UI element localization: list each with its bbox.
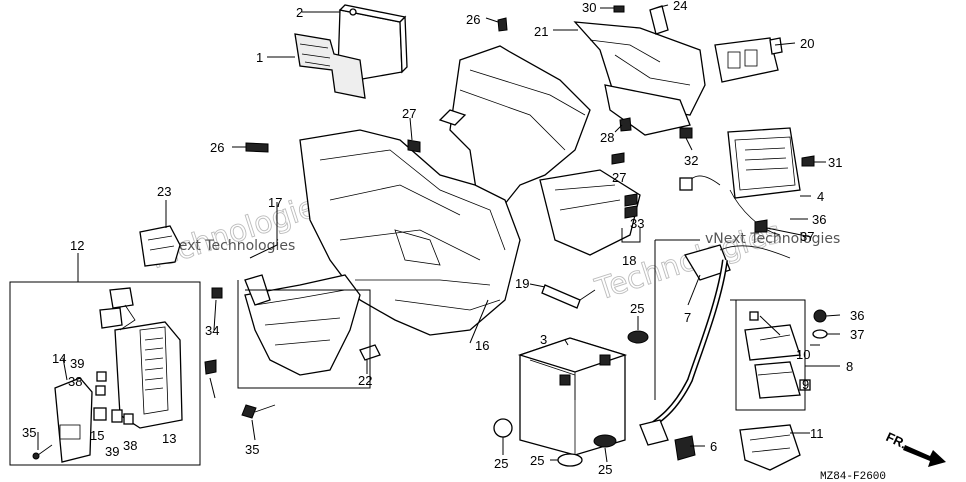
watermark-text-right: vNext Technologies — [705, 231, 840, 247]
callout-26: 26 — [466, 12, 480, 27]
part-11-holder — [739, 424, 801, 471]
part-grommets — [493, 330, 649, 467]
callout-11: 11 — [810, 426, 824, 441]
front-arrow-icon — [903, 445, 946, 467]
callout-6: 6 — [710, 439, 717, 454]
callout-33: 35 — [245, 442, 259, 457]
callout-35-bottom: 36 — [850, 308, 864, 323]
callout-18: 18 — [622, 253, 636, 268]
callout-17: 17 — [268, 195, 282, 210]
part-battery-box — [299, 45, 641, 336]
callout-37-top: 38 — [68, 374, 82, 389]
callout-25-right: 25 — [598, 462, 612, 477]
callout-29: 31 — [828, 155, 842, 170]
part-7-cable — [639, 244, 791, 446]
callout-32: 34 — [205, 323, 219, 338]
part-6-terminal-cover — [674, 435, 696, 461]
callout-36-bottom: 37 — [850, 327, 864, 342]
part-upper-tray — [573, 5, 783, 136]
part-14-fuse-cover — [54, 377, 93, 463]
part-module-cover — [294, 4, 408, 99]
callout-22: 22 — [358, 373, 372, 388]
callout-20: 20 — [800, 36, 814, 51]
callout-31: 33 — [630, 216, 644, 231]
callout-25-mid: 25 — [530, 453, 544, 468]
callout-9: 9 — [802, 377, 809, 392]
callout-37-bottom: 38 — [123, 438, 137, 453]
part-13-fuse-box — [99, 287, 183, 429]
callout-labels: 2 1 26 21 30 24 20 26 27 28 27 32 31 4 2… — [22, 0, 864, 477]
part-3-battery — [517, 337, 628, 456]
callout-13: 13 — [162, 431, 176, 446]
watermark-text-left: vNext Technologies — [160, 238, 295, 254]
leader-lines — [9, 4, 841, 466]
callout-15: 15 — [90, 428, 104, 443]
callout-14: 14 — [52, 351, 66, 366]
callout-38-bottom: 39 — [105, 444, 119, 459]
callout-27-top: 27 — [402, 106, 416, 121]
callout-12: 12 — [70, 238, 84, 253]
callout-34: 35 — [22, 425, 36, 440]
part-bolts — [32, 17, 828, 460]
callout-26-right: 27 — [612, 170, 626, 185]
callout-1: 1 — [256, 50, 263, 65]
part-4-regulator — [679, 127, 801, 236]
callout-30: 32 — [684, 153, 698, 168]
part-19-strap — [541, 284, 596, 309]
callout-25-left: 25 — [494, 456, 508, 471]
callout-4: 4 — [817, 189, 824, 204]
part-small-fuses — [93, 371, 134, 425]
callout-27-right: 28 — [600, 130, 614, 145]
callout-3: 3 — [540, 332, 547, 347]
callout-8: 8 — [846, 359, 853, 374]
drawing-code: MZ84-F2600 — [820, 471, 886, 482]
callout-38-top: 39 — [70, 356, 84, 371]
callout-35-top: 36 — [812, 212, 826, 227]
callout-25-top: 25 — [630, 301, 644, 316]
callout-19: 19 — [515, 276, 529, 291]
callout-7: 7 — [684, 310, 691, 325]
part-8-relay-assembly — [744, 311, 811, 399]
part-23-cap — [139, 225, 181, 267]
part-17-bracket — [244, 274, 361, 376]
callout-26-left: 26 — [210, 140, 224, 155]
callout-28: 30 — [582, 0, 596, 15]
callout-23: 23 — [157, 184, 171, 199]
direction-indicator: FR. — [884, 429, 946, 467]
callout-10: 10 — [796, 347, 810, 362]
callout-16: 16 — [475, 338, 489, 353]
callout-2: 2 — [296, 5, 303, 20]
callout-36-top: 37 — [800, 229, 814, 244]
callout-21: 21 — [534, 24, 548, 39]
callout-24: 24 — [673, 0, 687, 13]
